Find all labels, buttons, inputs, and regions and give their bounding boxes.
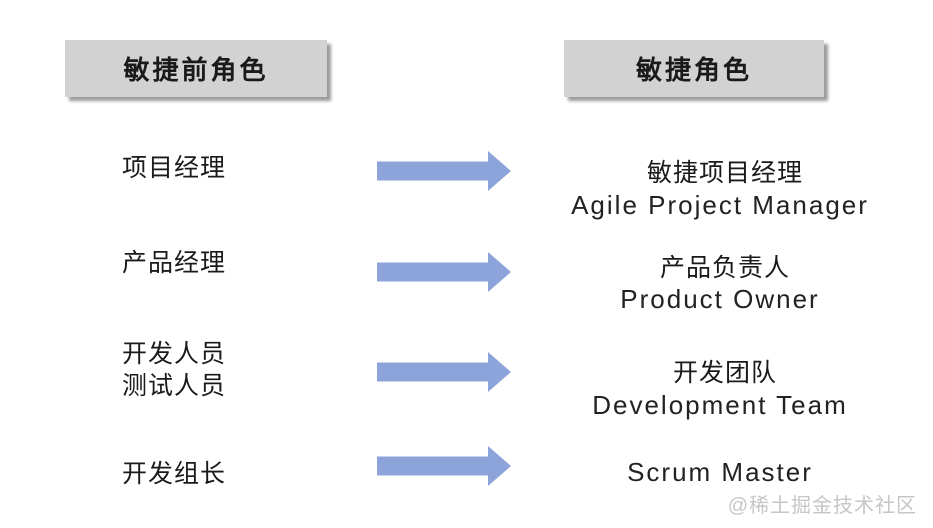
before-role-dev-and-test: 开发人员测试人员 — [122, 338, 226, 402]
before-role-testers: 测试人员 — [122, 372, 227, 400]
after-role-zh-development-team: 开发团队 — [672, 359, 777, 387]
before-role-product-manager: 产品经理 — [122, 249, 227, 277]
after-role-en-development-team: Development Team — [592, 390, 848, 420]
right-arrow-icon — [377, 252, 511, 292]
header-box-agile: 敏捷角色 — [564, 40, 824, 97]
header-box-before-agile: 敏捷前角色 — [65, 40, 327, 97]
watermark: @稀土掘金技术社区 — [727, 495, 917, 517]
before-role-project-manager: 项目经理 — [122, 154, 227, 182]
after-role-zh-agile-project-manager: 敏捷项目经理 — [646, 159, 803, 187]
before-role-dev-lead: 开发组长 — [122, 460, 227, 488]
after-role-en-scrum-master: Scrum Master — [627, 457, 813, 487]
right-arrow-icon — [377, 151, 511, 191]
after-role-zh-product-owner: 产品负责人 — [659, 254, 790, 282]
before-role-developers: 开发人员 — [122, 340, 227, 368]
header-after-label: 敏捷角色 — [635, 55, 752, 85]
after-role-en-product-owner: Product Owner — [620, 284, 820, 314]
after-role-en-agile-project-manager: Agile Project Manager — [571, 190, 869, 220]
right-arrow-icon — [377, 446, 511, 486]
right-arrow-icon — [377, 352, 511, 392]
header-before-label: 敏捷前角色 — [123, 55, 269, 85]
